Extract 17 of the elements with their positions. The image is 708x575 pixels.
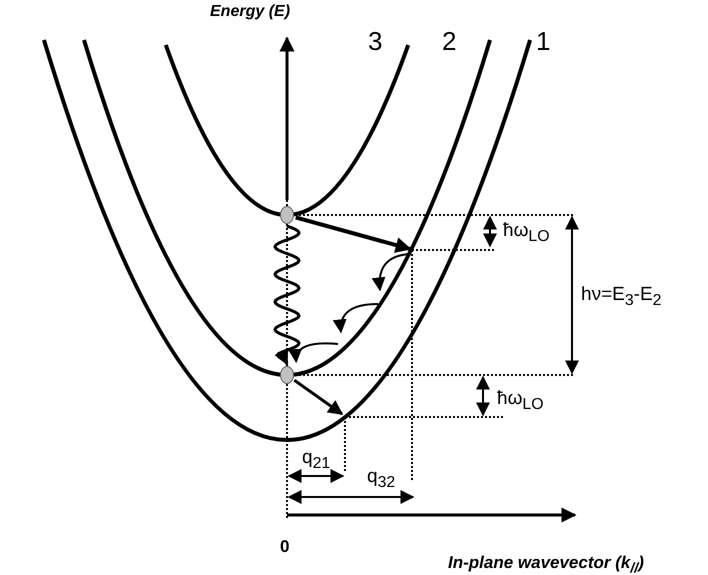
axis-label: In-plane wavevector (k$_{//}$)	[448, 554, 644, 575]
electron-state-dot	[280, 206, 294, 224]
axis-label: Energy (E)	[210, 4, 290, 20]
scattering-arrow	[289, 342, 338, 364]
energy-label: hν=E$_{3}$-E$_{2}$	[581, 285, 662, 309]
subband-number: 1	[536, 28, 550, 54]
arrow	[293, 378, 344, 416]
electron-state-dot	[280, 366, 294, 384]
energy-label: ħω$_{LO}$	[497, 389, 544, 413]
arrow	[295, 215, 412, 253]
wavevector-label: q$_{32}$	[367, 467, 396, 491]
subband-number: 2	[442, 28, 456, 54]
axis-tick-label: 0	[280, 538, 290, 555]
wavevector-label: q$_{21}$	[302, 448, 330, 472]
photon-emission-wavy-arrow	[273, 224, 301, 366]
subband-number: 3	[368, 28, 382, 54]
energy-label: ħω$_{LO}$	[503, 221, 550, 245]
